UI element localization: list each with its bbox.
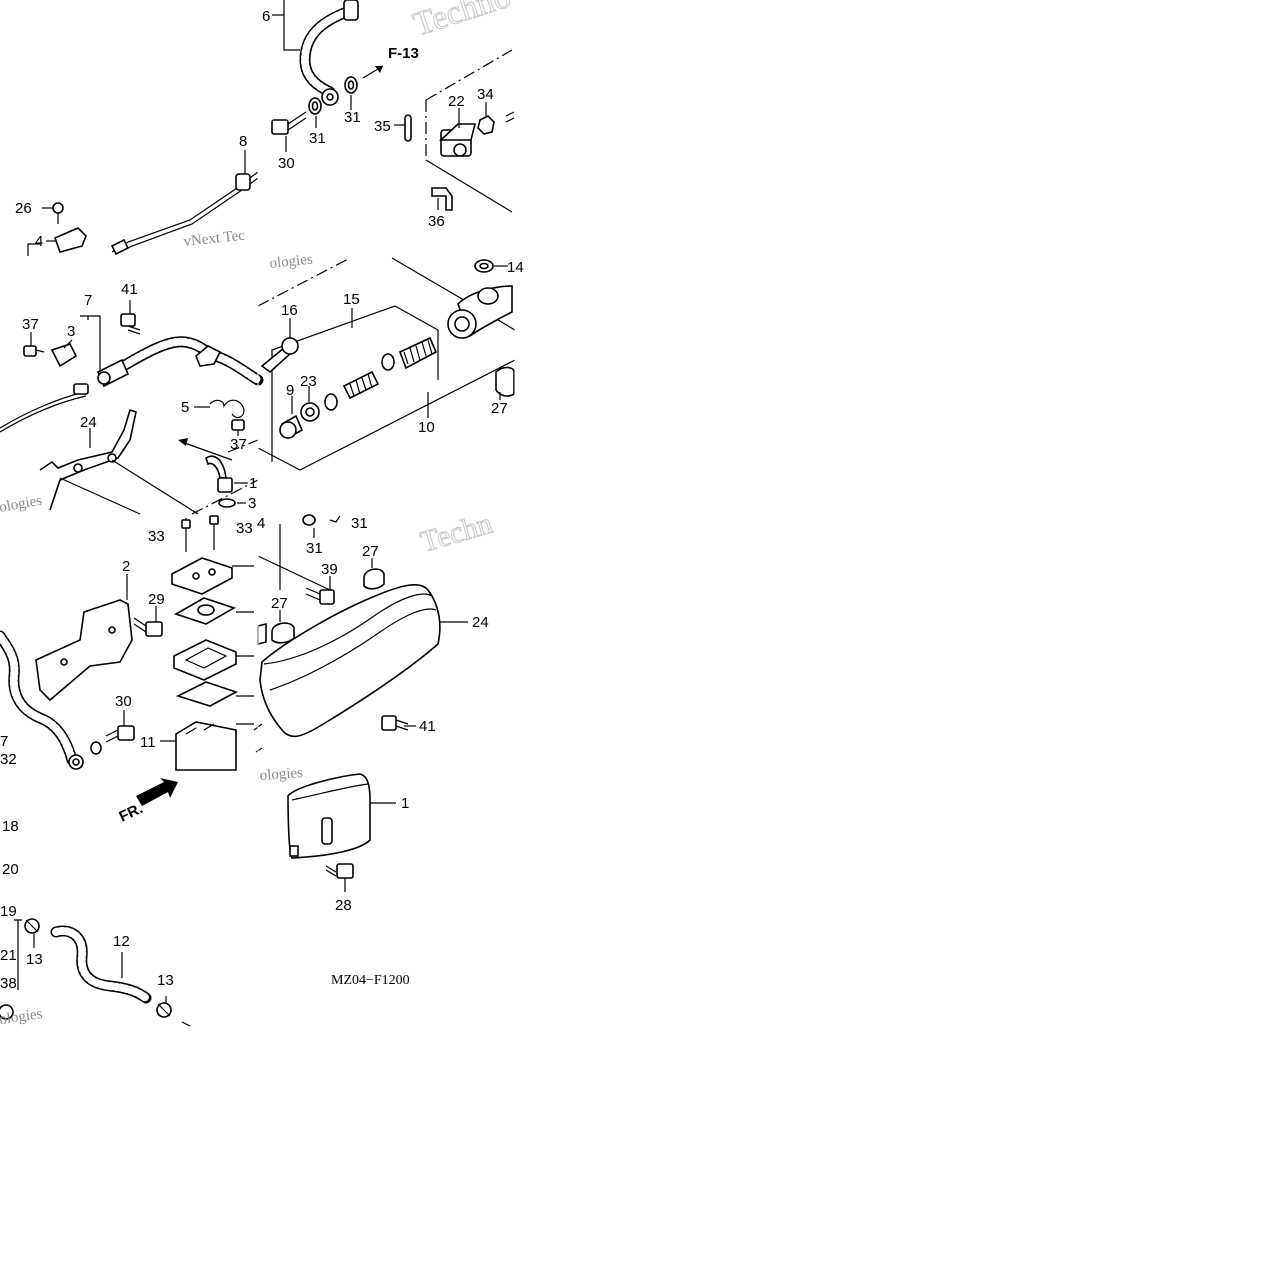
- watermark-text: ologies: [259, 765, 304, 784]
- part-label: 3: [67, 323, 75, 340]
- part-label: 14: [507, 259, 524, 276]
- panel-bottom: [0, 773, 396, 1027]
- part-label: 41: [419, 718, 436, 735]
- part-label: 18: [2, 818, 19, 835]
- part-label: 27: [491, 400, 508, 417]
- part-label: 31: [344, 109, 361, 126]
- part-label: 16: [281, 302, 298, 319]
- panel-top-hose: [271, 0, 384, 152]
- part-label: 39: [321, 561, 338, 578]
- part-label: 11: [140, 734, 156, 751]
- part-label: 4: [35, 233, 43, 250]
- part-label: 10: [418, 419, 435, 436]
- part-label: 9: [286, 382, 294, 399]
- part-label: 7: [0, 733, 8, 750]
- part-label: 13: [157, 972, 174, 989]
- panel-cover: [253, 514, 468, 753]
- part-label: 4: [257, 515, 265, 532]
- part-label: 19: [0, 903, 17, 920]
- part-label: 22: [448, 93, 465, 110]
- part-label: 15: [343, 291, 360, 308]
- part-label: 5: [181, 399, 189, 416]
- part-label: 23: [300, 373, 317, 390]
- part-label: 3: [248, 495, 256, 512]
- part-label: 24: [80, 414, 97, 431]
- part-label: 27: [362, 543, 379, 560]
- part-label: 7: [84, 292, 92, 309]
- part-label: 8: [239, 133, 247, 150]
- part-label: 37: [22, 316, 39, 333]
- part-label: 12: [113, 933, 130, 950]
- part-label: 32: [0, 751, 17, 768]
- panel-master-cylinder: [257, 257, 516, 471]
- part-label: 24: [472, 614, 489, 631]
- part-label: 34: [477, 86, 494, 103]
- panel-lower-left: [0, 515, 254, 806]
- part-label: 21: [0, 947, 17, 964]
- tile-edges: [0, 0, 516, 1028]
- part-label: 31: [351, 515, 368, 532]
- part-label: 20: [2, 861, 19, 878]
- part-label: 37: [230, 436, 247, 453]
- part-label: 30: [115, 693, 132, 710]
- part-label: 29: [148, 591, 165, 608]
- part-label: 38: [0, 975, 17, 992]
- part-label: 31: [306, 540, 323, 557]
- part-label: 36: [428, 213, 445, 230]
- watermark-text: Techn: [417, 507, 496, 559]
- panel-top-cable: [27, 150, 259, 258]
- part-label: 41: [121, 281, 138, 298]
- ref-label: F-13: [388, 45, 419, 62]
- watermark-text: ologies: [0, 493, 44, 516]
- diagram-code: MZ04−F1200: [331, 973, 410, 988]
- part-label: 35: [374, 118, 391, 135]
- part-label: 31: [309, 130, 326, 147]
- part-label: 33: [148, 528, 165, 545]
- part-label: 26: [15, 200, 32, 217]
- part-label: 13: [26, 951, 43, 968]
- part-label: 2: [122, 558, 130, 575]
- part-label: 27: [271, 595, 288, 612]
- panel-top-clamp: [394, 49, 515, 213]
- part-label: 28: [335, 897, 352, 914]
- part-label: 1: [401, 795, 409, 812]
- watermark-text: vNext Tec: [183, 228, 246, 250]
- watermark-text: ologies: [0, 1006, 44, 1028]
- part-label: 1: [249, 475, 257, 492]
- part-label: 30: [278, 155, 295, 172]
- part-labels: 6 31 31 30 F-13 22 34 35 36 8 26 4 7 41 …: [0, 8, 524, 992]
- part-label: 33: [236, 520, 253, 537]
- part-label: 6: [262, 8, 270, 25]
- watermark-text: ologies: [269, 252, 314, 272]
- panel-mid-hose: [0, 300, 264, 515]
- watermark-text: Techno: [409, 0, 515, 44]
